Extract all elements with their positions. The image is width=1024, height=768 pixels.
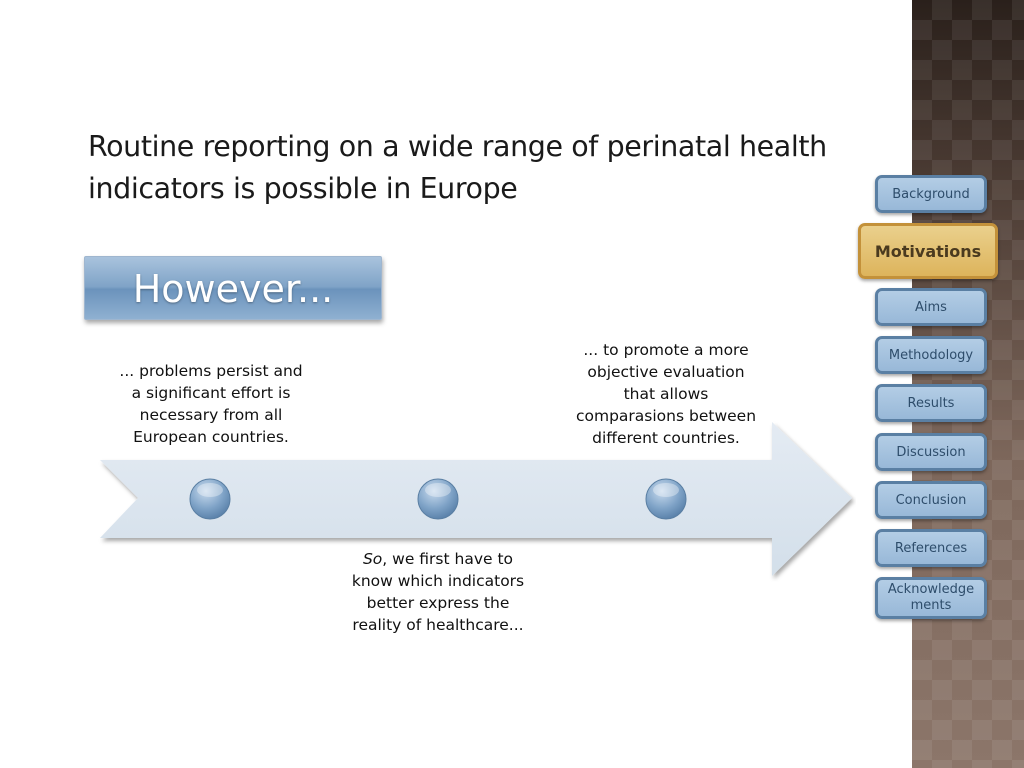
promote-text: ... to promote a more objective evaluati… — [575, 341, 757, 447]
timeline-dot-1 — [189, 478, 231, 520]
arrow-shape — [100, 422, 852, 576]
timeline-dot-3 — [645, 478, 687, 520]
timeline-arrow — [100, 422, 852, 576]
nav-references-button[interactable]: References — [875, 529, 987, 567]
timeline-dots — [189, 478, 687, 520]
problems-text: ... problems persist and a significant e… — [119, 362, 303, 446]
nav-methodology-button[interactable]: Methodology — [875, 336, 987, 374]
heading-line-1: Routine reporting on a wide range of per… — [88, 130, 827, 163]
nav-conclusion-button[interactable]: Conclusion — [875, 481, 987, 519]
so-text: So, we first have to know which indicato… — [351, 550, 525, 634]
slide-heading: Routine reporting on a wide range of per… — [88, 126, 858, 210]
nav-acknowledgements-button[interactable]: Acknowledge ments — [875, 577, 987, 619]
nav-background-button[interactable]: Background — [875, 175, 987, 213]
nav-discussion-button[interactable]: Discussion — [875, 433, 987, 471]
nav-aims-button[interactable]: Aims — [875, 288, 987, 326]
heading-line-2: indicators is possible in Europe — [88, 172, 518, 205]
timeline-dot-2 — [417, 478, 459, 520]
nav-motivations-button[interactable]: Motivations — [858, 223, 998, 279]
nav-results-button[interactable]: Results — [875, 384, 987, 422]
so-italic: So — [362, 550, 383, 568]
however-box: However... — [84, 256, 382, 320]
